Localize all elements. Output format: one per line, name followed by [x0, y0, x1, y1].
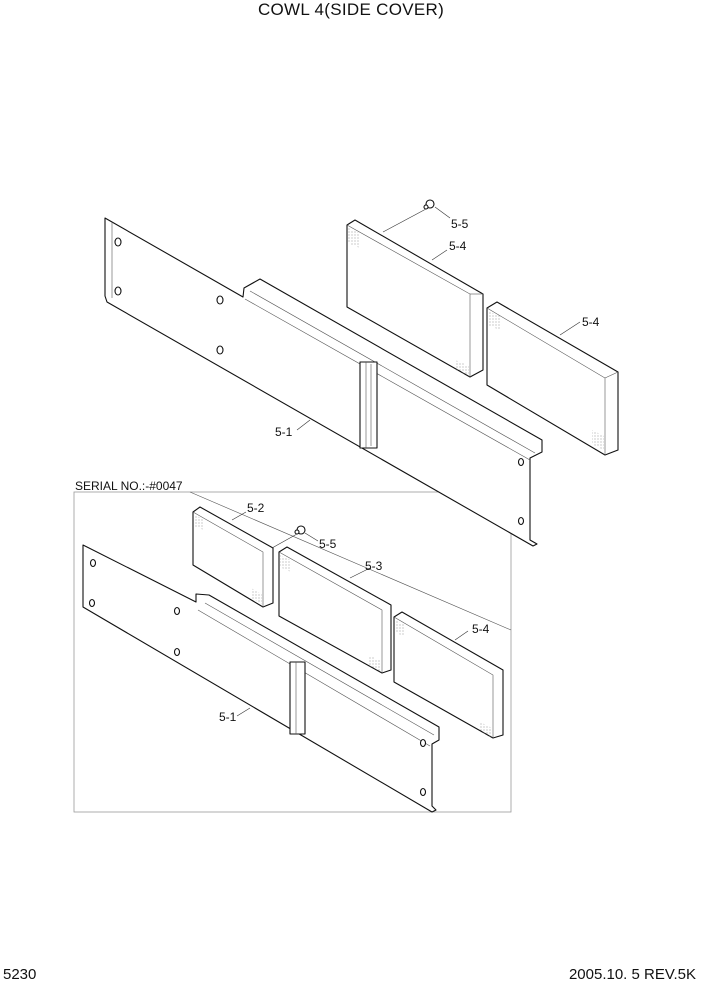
- lower-cushion-5-2: [192, 506, 274, 608]
- label-5-3: 5-3: [365, 559, 383, 573]
- lower-leaders: [231, 511, 469, 717]
- lower-fastener-5-5: [294, 525, 306, 535]
- upper-fastener-5-5: [423, 199, 435, 210]
- label-5-2: 5-2: [247, 501, 265, 515]
- label-5-4: 5-4: [582, 315, 600, 329]
- serial-frame: [73, 491, 512, 813]
- lower-panel-5-1: [82, 544, 440, 813]
- upper-panel-5-1: [104, 217, 543, 547]
- upper-cushion-5-4-left: [346, 219, 484, 378]
- revision: 2005.10. 5 REV.5K: [568, 966, 696, 983]
- page-number: 5230: [3, 966, 37, 983]
- serial-note: SERIAL NO.:-#0047: [75, 479, 183, 493]
- page-title: COWL 4(SIDE COVER): [257, 0, 445, 19]
- label-5-5: 5-5: [319, 537, 337, 551]
- lower-cushion-5-3: [278, 546, 392, 674]
- label-5-1: 5-1: [219, 710, 237, 724]
- label-5-1: 5-1: [275, 425, 293, 439]
- label-5-4: 5-4: [472, 622, 490, 636]
- label-5-5: 5-5: [451, 217, 469, 231]
- label-5-4: 5-4: [449, 239, 467, 253]
- upper-leaders: [296, 206, 581, 431]
- lower-cushion-5-4: [393, 611, 504, 739]
- upper-cushion-5-4-right: [486, 301, 619, 456]
